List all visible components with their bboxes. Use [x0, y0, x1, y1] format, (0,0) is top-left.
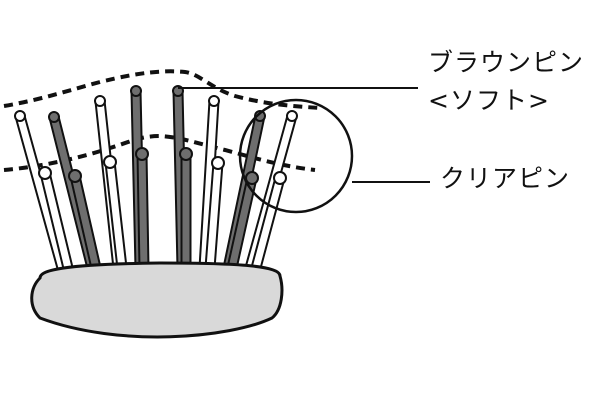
clear-pin-label: クリアピン	[440, 164, 571, 193]
pin-tip	[273, 171, 287, 185]
pin-tip	[48, 111, 60, 123]
brown-pin-height-dashed-line	[3, 69, 321, 110]
pin-tip	[286, 110, 298, 122]
pin-tip	[130, 85, 142, 97]
pin-tip	[14, 110, 26, 122]
brown-pin	[179, 147, 193, 269]
pin-tip	[179, 147, 193, 161]
clear-pin-callout-circle	[238, 98, 354, 214]
pin-tip	[208, 95, 220, 107]
pin-tip	[68, 169, 82, 183]
pin-tip	[254, 110, 266, 122]
pin-tip	[245, 171, 259, 185]
brown-pin-soft-label: <ソフト>	[428, 86, 550, 115]
pin-shaft	[136, 152, 150, 270]
pins-group	[14, 85, 298, 271]
pin-tip	[103, 155, 117, 169]
clear-pin-height-dashed-line	[3, 133, 316, 172]
clear-pin	[38, 166, 74, 271]
pin-tip	[94, 95, 106, 107]
pin-shaft	[180, 153, 192, 269]
brush-base	[30, 261, 284, 339]
brown-pin-label: ブラウンピン	[428, 48, 585, 77]
pin-tip	[135, 147, 149, 161]
pin-tip	[38, 166, 52, 180]
pin-tip	[211, 156, 225, 170]
